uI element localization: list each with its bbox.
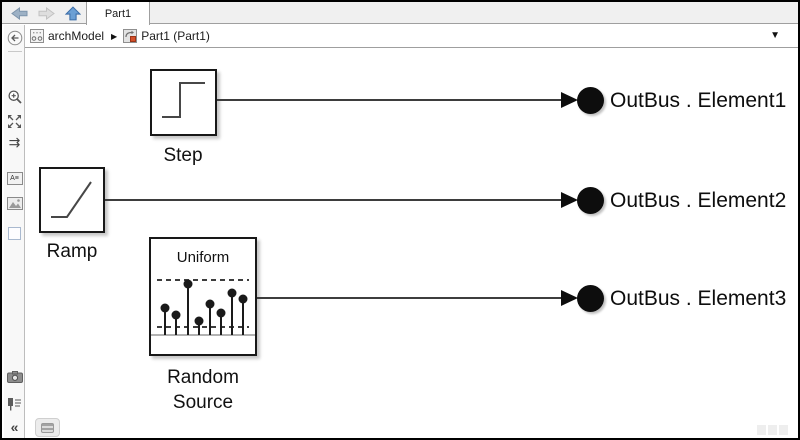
breadcrumb-separator-icon: ▶ bbox=[111, 31, 118, 41]
palette-divider bbox=[8, 51, 22, 52]
outport-arrow-icon bbox=[561, 192, 578, 208]
random-source-distribution: Uniform bbox=[176, 249, 230, 266]
outport-label-2[interactable]: OutBus . Element2 bbox=[610, 189, 787, 212]
outport-1[interactable] bbox=[577, 87, 604, 114]
camera-icon[interactable] bbox=[7, 371, 23, 383]
signal-line-random-source[interactable] bbox=[257, 297, 561, 299]
random-source-stem-icon bbox=[151, 279, 255, 336]
block-label-step[interactable]: Step bbox=[163, 145, 203, 166]
breadcrumb: archModel ▶ Part1 (Part1) ▼ bbox=[25, 25, 798, 48]
signal-arrows-icon[interactable]: ⇉ bbox=[8, 134, 21, 150]
breadcrumb-model[interactable]: archModel bbox=[48, 29, 105, 43]
outport-arrow-icon bbox=[561, 92, 578, 108]
stacked-lines-icon bbox=[41, 422, 54, 433]
block-ramp[interactable] bbox=[39, 167, 105, 233]
block-step[interactable] bbox=[150, 69, 217, 136]
fit-to-view-icon[interactable] bbox=[7, 114, 22, 129]
signal-line-step[interactable] bbox=[217, 99, 561, 101]
zoom-in-icon[interactable] bbox=[7, 89, 23, 105]
block-random-source[interactable]: Uniform bbox=[149, 237, 257, 356]
palette-toolbar: ⇉ A≡ « bbox=[4, 25, 25, 438]
collapse-palette-icon[interactable]: « bbox=[10, 419, 19, 435]
hidden-content-badge[interactable] bbox=[35, 418, 60, 437]
image-icon[interactable] bbox=[7, 197, 23, 210]
step-glyph-icon bbox=[162, 82, 205, 118]
outport-label-3[interactable]: OutBus . Element3 bbox=[610, 287, 787, 310]
forward-arrow-icon[interactable] bbox=[38, 7, 55, 20]
signal-line-ramp[interactable] bbox=[105, 199, 561, 201]
back-arrow-icon[interactable] bbox=[11, 7, 28, 20]
model-icon bbox=[30, 29, 44, 43]
viewmarks-icon[interactable] bbox=[7, 397, 22, 411]
tab-label: Part1 bbox=[104, 7, 132, 20]
up-arrow-icon[interactable] bbox=[65, 6, 81, 21]
breadcrumb-current[interactable]: Part1 (Part1) bbox=[141, 29, 210, 43]
annotation-icon[interactable]: A≡ bbox=[4, 167, 25, 185]
outport-arrow-icon bbox=[561, 290, 578, 306]
tab-bar: Part1 bbox=[2, 2, 798, 25]
subsystem-icon bbox=[123, 29, 138, 43]
outport-2[interactable] bbox=[577, 187, 604, 214]
breadcrumb-dropdown-icon[interactable]: ▼ bbox=[770, 30, 780, 41]
outport-3[interactable] bbox=[577, 285, 604, 312]
block-label-random-source[interactable]: Random Source bbox=[167, 367, 239, 413]
faint-watermark bbox=[757, 425, 788, 435]
area-box-icon[interactable] bbox=[4, 227, 25, 245]
tab-part1[interactable]: Part1 bbox=[86, 2, 150, 25]
ramp-glyph-icon bbox=[51, 181, 92, 218]
outport-label-1[interactable]: OutBus . Element1 bbox=[610, 89, 787, 112]
block-label-ramp[interactable]: Ramp bbox=[46, 241, 98, 262]
hide-explorer-icon[interactable] bbox=[7, 30, 23, 46]
